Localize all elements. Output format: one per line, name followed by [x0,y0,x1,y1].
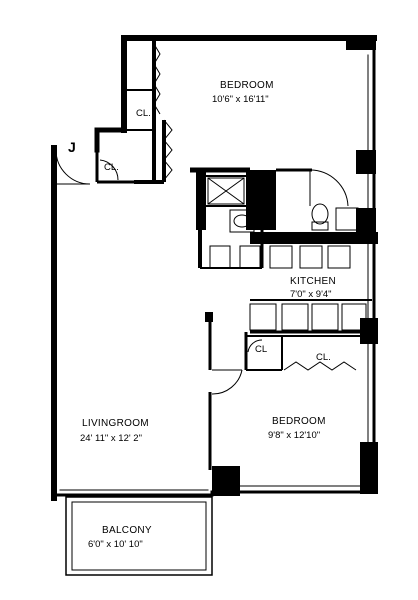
kitchen-dims: 7'0" x 9'4" [290,289,332,300]
entry-marker: J [68,139,76,155]
door-swings [55,149,349,395]
livingroom-dims: 24' 11" x 12' 2" [80,433,142,444]
balcony-name: BALCONY [102,525,152,536]
wall-blocks [196,36,378,496]
balcony-outline [65,496,213,576]
balcony-dims: 6'0" x 10' 10" [88,539,143,550]
livingroom-name: LIVINGROOM [82,418,149,429]
bedroom1-name: BEDROOM [220,80,274,91]
exterior-walls [51,35,377,501]
closet-label-bedroom1: CL. [136,108,151,119]
bedroom1-dims: 10'6" x 16'11" [212,94,269,105]
closet-label-entry: CL. [104,162,119,173]
bedroom2-dims: 9'8" x 12'10" [268,430,320,441]
closet-label-bedroom2: CL. [316,352,331,363]
bedroom2-name: BEDROOM [272,416,326,427]
fixtures [207,177,367,331]
kitchen-name: KITCHEN [290,276,336,287]
closet-label-small: CL [255,344,267,355]
closet-bifold-doors [153,43,357,371]
